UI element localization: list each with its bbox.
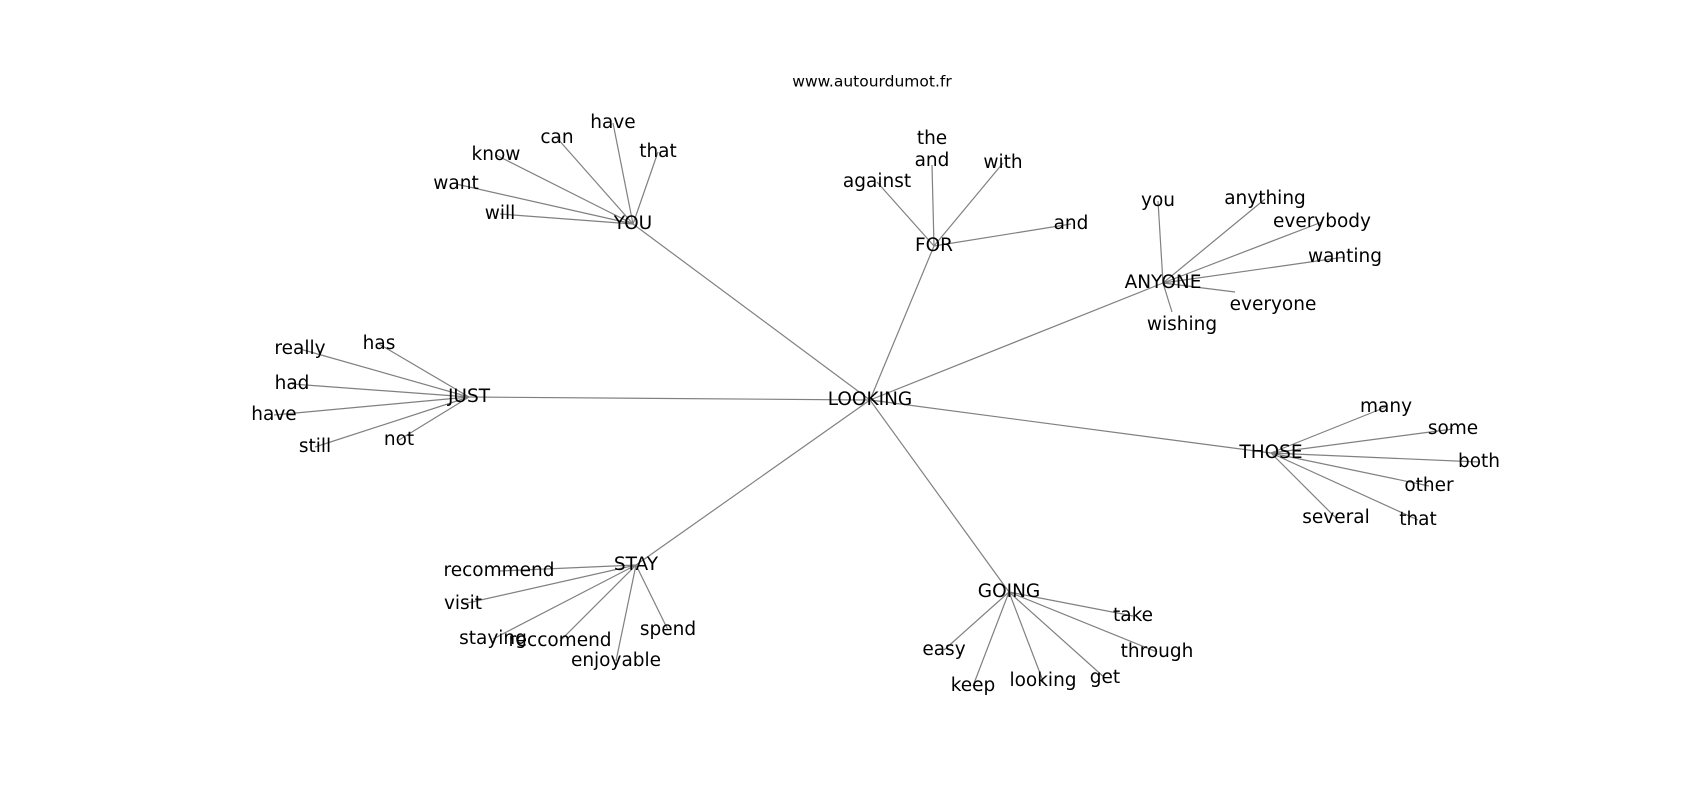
- edge-you-4: [455, 183, 634, 225]
- graph-labels: www.autourdumot.fr LOOKINGYOUhavecanthat…: [251, 73, 1500, 697]
- edge-just-3: [273, 396, 470, 416]
- node-word-those-2: both: [1458, 451, 1500, 472]
- graph-edges: [273, 122, 1480, 687]
- node-word-you-1: can: [540, 127, 573, 148]
- edge-those-2: [1270, 452, 1480, 463]
- edge-stay-5: [615, 564, 637, 662]
- node-word-anyone-0: you: [1141, 190, 1175, 211]
- edge-stay-4: [635, 564, 669, 631]
- node-word-going-2: easy: [922, 639, 965, 660]
- edge-for-3: [933, 223, 1072, 247]
- node-word-just-2: had: [275, 373, 310, 394]
- node-word-anyone-5: wishing: [1147, 314, 1217, 335]
- node-word-those-5: that: [1399, 509, 1437, 530]
- node-center-looking: LOOKING: [828, 389, 913, 410]
- node-word-those-0: many: [1360, 396, 1412, 417]
- node-word-you-5: will: [485, 203, 516, 224]
- edge-for-0: [931, 164, 935, 247]
- node-hub-going: GOING: [978, 581, 1041, 602]
- node-word-stay-5: enjoyable: [571, 650, 661, 671]
- edge-those-1: [1270, 428, 1454, 454]
- node-word-just-1: really: [274, 338, 325, 359]
- edge-center-you: [632, 223, 871, 401]
- node-word-you-3: know: [472, 144, 521, 165]
- node-word-just-5: not: [384, 429, 414, 450]
- node-word-going-1: through: [1121, 641, 1194, 662]
- node-word-stay-2: staying: [459, 628, 527, 649]
- edge-just-4: [314, 396, 470, 448]
- edge-anyone-5: [1162, 282, 1173, 313]
- edge-center-going: [869, 399, 1010, 593]
- node-word-going-0: take: [1113, 605, 1153, 626]
- node-hub-stay: STAY: [614, 554, 659, 575]
- node-word-going-3: keep: [951, 675, 996, 696]
- edge-those-3: [1270, 452, 1430, 487]
- node-word-for-2: against: [843, 171, 911, 192]
- node-word-stay-3: reccomend: [508, 630, 611, 651]
- node-word-anyone-2: everybody: [1273, 211, 1371, 232]
- node-word-you-4: want: [433, 173, 478, 194]
- node-word-going-5: get: [1090, 667, 1120, 688]
- edge-going-0: [1008, 591, 1134, 617]
- node-word-anyone-3: wanting: [1308, 246, 1382, 267]
- edge-just-5: [398, 396, 470, 441]
- node-word-for-1: with: [983, 152, 1022, 173]
- node-word-stay-4: spend: [640, 619, 696, 640]
- edge-you-0: [612, 122, 634, 225]
- edge-stay-0: [498, 564, 637, 572]
- node-word-those-1: some: [1428, 418, 1478, 439]
- node-word-for-3: and: [1054, 213, 1089, 234]
- node-hub-for: FOR: [915, 235, 953, 256]
- edge-you-5: [499, 213, 634, 225]
- edge-those-5: [1270, 452, 1419, 521]
- edge-just-0: [378, 343, 470, 398]
- edge-center-anyone: [869, 282, 1164, 401]
- edge-anyone-0: [1157, 200, 1164, 284]
- edge-for-2: [876, 181, 935, 247]
- edge-going-4: [1008, 591, 1044, 682]
- node-hub-those: THOSE: [1238, 442, 1302, 463]
- edge-center-for: [869, 245, 935, 401]
- edge-you-2: [632, 151, 659, 225]
- edge-anyone-1: [1162, 198, 1266, 284]
- edge-going-2: [943, 591, 1010, 651]
- node-word-just-3: have: [251, 404, 296, 425]
- edge-anyone-2: [1162, 221, 1323, 284]
- edge-those-0: [1270, 406, 1387, 454]
- edge-center-those: [869, 399, 1272, 454]
- edge-for-1: [933, 162, 1004, 247]
- edge-going-3: [972, 591, 1010, 687]
- edge-stay-3: [559, 564, 637, 642]
- node-word-stay-1: visit: [444, 593, 482, 614]
- edge-you-1: [556, 137, 634, 225]
- node-word-you-2: that: [639, 141, 677, 162]
- edge-just-2: [291, 383, 470, 398]
- edge-you-3: [495, 154, 634, 225]
- edge-anyone-3: [1162, 256, 1346, 284]
- edge-stay-2: [492, 564, 637, 640]
- node-word-anyone-1: anything: [1224, 188, 1306, 209]
- source-label: www.autourdumot.fr: [792, 73, 952, 91]
- node-word-anyone-4: everyone: [1230, 294, 1317, 315]
- node-hub-anyone: ANYONE: [1125, 272, 1202, 293]
- edge-going-1: [1008, 591, 1158, 653]
- node-word-going-4: looking: [1009, 670, 1076, 691]
- node-hub-just: JUST: [447, 386, 491, 407]
- node-word-those-3: other: [1404, 475, 1454, 496]
- edge-anyone-4: [1162, 282, 1236, 293]
- node-word-you-0: have: [590, 112, 635, 133]
- edge-going-5: [1008, 591, 1106, 679]
- edge-those-4: [1270, 452, 1337, 519]
- node-word-stay-0: recommend: [444, 560, 555, 581]
- node-hub-you: YOU: [613, 213, 652, 234]
- edge-center-stay: [635, 399, 871, 566]
- node-word-those-4: several: [1302, 507, 1369, 528]
- edge-stay-1: [462, 564, 637, 605]
- edge-just-1: [299, 348, 470, 398]
- edge-center-just: [468, 396, 871, 401]
- node-word-just-4: still: [299, 436, 331, 457]
- node-word-just-0: has: [363, 333, 396, 354]
